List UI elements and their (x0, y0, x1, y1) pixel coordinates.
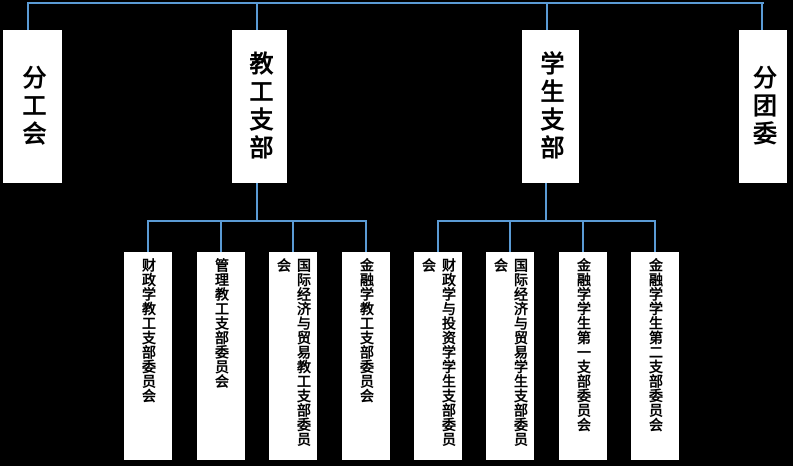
connector-drop-student-branch (546, 2, 548, 30)
connector-top-horizontal (28, 2, 764, 4)
connector-staff-child-drop-4 (365, 220, 367, 252)
connector-staff-horizontal (147, 220, 367, 222)
node-student-child-finance-second[interactable]: 金融学学生第二支部委员会 (631, 252, 679, 460)
connector-staff-child-drop-3 (292, 220, 294, 252)
connector-staff-child-drop-2 (220, 220, 222, 252)
connector-drop-staff-branch (256, 2, 258, 30)
connector-student-child-drop-4 (654, 220, 656, 252)
node-youth-league[interactable]: 分团委 (739, 30, 787, 183)
connector-drop-youth-league (761, 2, 763, 30)
node-staff-branch[interactable]: 教工支部 (232, 30, 287, 183)
connector-student-child-drop-2 (509, 220, 511, 252)
connector-staff-stub (256, 183, 258, 222)
node-student-child-finance-first[interactable]: 金融学学生第一支部委员会 (559, 252, 607, 460)
connector-student-child-drop-1 (437, 220, 439, 252)
connector-student-stub (545, 183, 547, 222)
node-staff-child-finance[interactable]: 财政学教工支部委员会 (124, 252, 172, 460)
connector-student-child-drop-3 (582, 220, 584, 252)
node-staff-child-management[interactable]: 管理教工支部委员会 (197, 252, 245, 460)
node-union[interactable]: 分工会 (3, 30, 62, 183)
node-student-child-intl-trade[interactable]: 国际经济与贸易学生支部委员会 (486, 252, 534, 460)
connector-drop-union (27, 2, 29, 30)
connector-student-horizontal (437, 220, 656, 222)
connector-staff-child-drop-1 (147, 220, 149, 252)
node-student-branch[interactable]: 学生支部 (522, 30, 579, 183)
node-staff-child-finance-major[interactable]: 金融学教工支部委员会 (342, 252, 390, 460)
node-staff-child-intl-trade[interactable]: 国际经济与贸易教工支部委员会 (269, 252, 317, 460)
node-student-child-finance-investment[interactable]: 财政学与投资学学生支部委员会 (414, 252, 462, 460)
